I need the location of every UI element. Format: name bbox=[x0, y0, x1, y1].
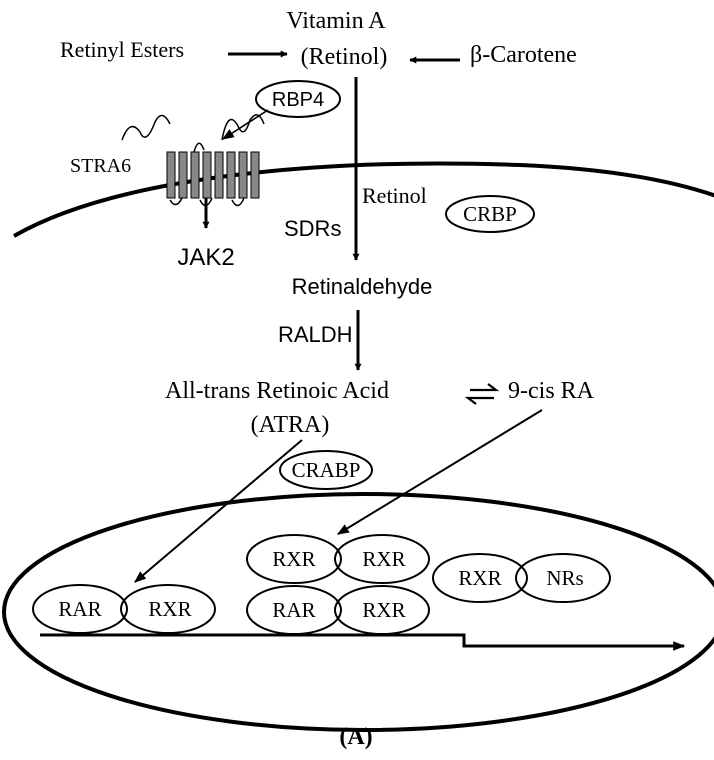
atra-abbr-label: (ATRA) bbox=[251, 412, 330, 438]
panel-label: (A) bbox=[339, 724, 372, 750]
vitamin-a-label: Vitamin A bbox=[286, 8, 386, 34]
rxr-label: RXR bbox=[272, 547, 315, 571]
rxr-label: RXR bbox=[362, 547, 405, 571]
rar-label: RAR bbox=[272, 598, 315, 622]
sdrs-label: SDRs bbox=[284, 216, 341, 241]
cis-ra-to-rxr-arrow bbox=[336, 409, 543, 535]
beta-carotene-label: β-Carotene bbox=[470, 42, 577, 68]
crabp-oval bbox=[279, 450, 373, 490]
crbp-label: CRBP bbox=[463, 202, 517, 226]
atra-to-rar-arrow bbox=[134, 439, 303, 583]
retinol-label: Retinol bbox=[362, 183, 427, 208]
rxr-label: RXR bbox=[148, 597, 191, 621]
cell-membrane bbox=[13, 161, 714, 238]
raldh-label: RALDH bbox=[278, 322, 353, 347]
rbp4-label: RBP4 bbox=[272, 89, 324, 111]
rar-rxr-mid-dimer: RAR RXR bbox=[246, 585, 430, 635]
rxr-nrs-dimer: RXR NRs bbox=[432, 553, 611, 603]
rbp4-oval bbox=[255, 80, 341, 118]
rbp4-arrow bbox=[221, 109, 269, 140]
crabp-label: CRABP bbox=[292, 458, 361, 482]
rxr-label: RXR bbox=[458, 566, 501, 590]
nrs-label: NRs bbox=[546, 566, 583, 590]
equilibrium-arrows bbox=[464, 383, 500, 405]
rar-rxr-left-dimer: RAR RXR bbox=[32, 584, 216, 634]
rxr-rxr-dimer: RXR RXR bbox=[246, 534, 430, 584]
retinol-paren-label: (Retinol) bbox=[301, 44, 388, 70]
stra6-receptor bbox=[121, 114, 265, 207]
dna-gene-line bbox=[40, 633, 686, 651]
crbp-oval bbox=[445, 195, 535, 233]
jak2-label: JAK2 bbox=[177, 244, 234, 271]
nucleus bbox=[2, 492, 714, 732]
retinyl-esters-label: Retinyl Esters bbox=[60, 37, 184, 62]
rxr-label: RXR bbox=[362, 598, 405, 622]
atra-full-label: All-trans Retinoic Acid bbox=[165, 378, 389, 404]
cis-ra-label: 9-cis RA bbox=[508, 378, 595, 404]
rar-label: RAR bbox=[58, 597, 101, 621]
stra6-label: STRA6 bbox=[70, 155, 131, 177]
retinaldehyde-label: Retinaldehyde bbox=[292, 274, 433, 299]
